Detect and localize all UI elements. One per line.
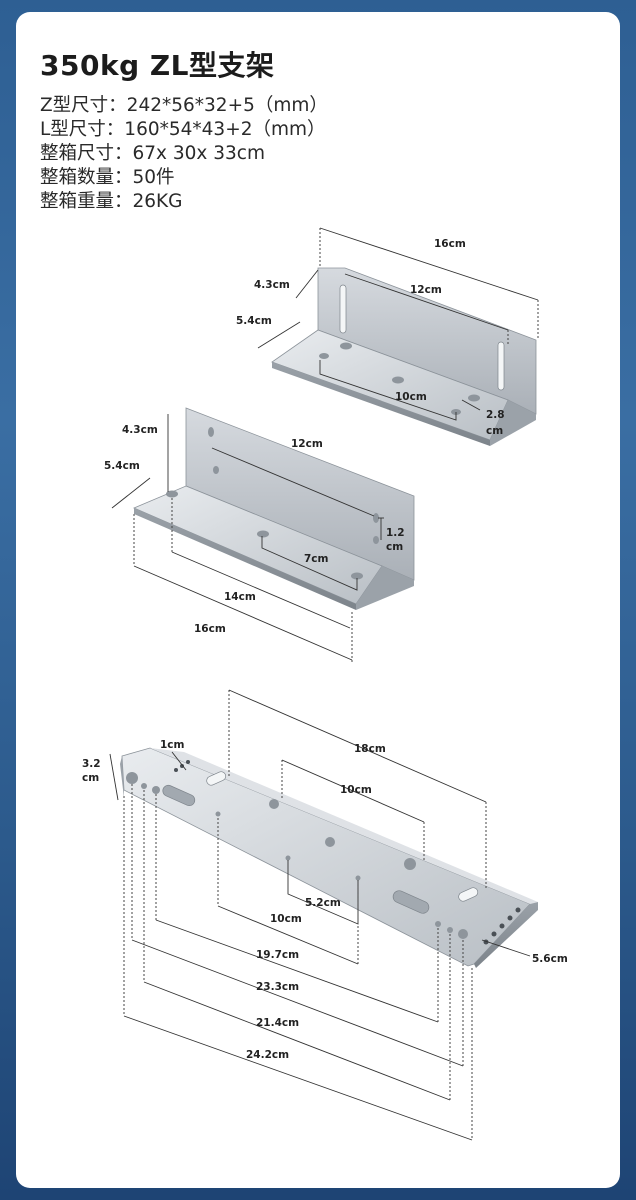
- screw-hole: [435, 921, 441, 927]
- dim-d5: 24.2cm: [246, 1049, 289, 1061]
- spec-z-size: Z型尺寸：242*56*32+5（mm）: [40, 95, 328, 116]
- spec-list: Z型尺寸：242*56*32+5（mm） L型尺寸：160*54*43+2（mm…: [40, 94, 328, 214]
- screw-hole: [213, 466, 219, 474]
- slot-hole: [162, 784, 196, 806]
- dim-spacing: 5.2cm: [305, 897, 341, 909]
- screw-hole: [373, 536, 379, 544]
- screw-hole: [458, 929, 468, 939]
- screw-hole: [174, 768, 178, 772]
- screw-hole: [257, 530, 269, 538]
- screw-hole: [351, 572, 363, 580]
- dim-d4: 21.4cm: [256, 1017, 299, 1029]
- dim-slot: 1cm: [160, 739, 185, 751]
- l-bracket-top-diagram: 16cm 12cm 4.3cm 5.4cm 10cm 2.8 cm: [236, 227, 539, 446]
- bracket-end: [356, 566, 414, 610]
- spec-box-size: 整箱尺寸：67x 30x 33cm: [40, 143, 265, 164]
- slot-hole: [497, 341, 505, 391]
- plate-face: [121, 747, 531, 967]
- dim-center: 10cm: [340, 784, 372, 796]
- dim-d2: 19.7cm: [256, 949, 299, 961]
- spec-l-size: L型尺寸：160*54*43+2（mm）: [40, 119, 326, 140]
- dim-edge-unit: cm: [486, 425, 503, 437]
- screw-hole: [166, 490, 178, 498]
- screw-hole: [186, 760, 190, 764]
- slot-hole: [206, 771, 227, 786]
- screw-hole: [355, 875, 361, 881]
- screw-hole: [180, 764, 184, 768]
- spec-box-weight: 整箱重量：26KG: [40, 191, 183, 212]
- dim-hole: 7cm: [304, 553, 329, 565]
- plate-end: [120, 756, 124, 798]
- bracket-end: [490, 400, 536, 446]
- dim-height: 3.2: [82, 758, 101, 770]
- dim-span: 14cm: [224, 591, 256, 603]
- dim-gap-unit: cm: [386, 541, 403, 553]
- dim-length: 16cm: [194, 623, 226, 635]
- dim-length: 16cm: [434, 238, 466, 250]
- bracket-edge: [134, 508, 356, 610]
- dim-gap: 1.2: [386, 527, 405, 539]
- plate-top-edge: [150, 748, 538, 904]
- screw-hole: [373, 513, 379, 523]
- z-plate-diagram: 1cm 3.2 cm 18cm 10cm 5.6cm 5.2cm 10cm 19…: [82, 689, 568, 1141]
- screw-hole: [141, 783, 147, 789]
- screw-hole: [208, 427, 214, 437]
- product-card: 350kg ZL型支架 Z型尺寸：242*56*32+5（mm） L型尺寸：16…: [16, 12, 620, 1188]
- screw-hole: [269, 799, 279, 809]
- dim-d1: 10cm: [270, 913, 302, 925]
- screw-hole: [491, 931, 497, 937]
- dim-inner: 12cm: [410, 284, 442, 296]
- slot-hole: [339, 284, 347, 334]
- screw-hole: [152, 786, 160, 794]
- screw-hole: [515, 907, 521, 913]
- dim-inner: 12cm: [291, 438, 323, 450]
- plate-side: [474, 902, 538, 968]
- bracket-edge: [272, 362, 490, 446]
- dim-height: 4.3cm: [254, 279, 290, 291]
- screw-hole: [507, 915, 513, 921]
- dim-total: 18cm: [354, 743, 386, 755]
- dim-depth: 5.4cm: [236, 315, 272, 327]
- screw-hole: [499, 923, 505, 929]
- screw-hole: [319, 353, 329, 359]
- screw-hole: [325, 837, 335, 847]
- screw-hole: [468, 394, 480, 402]
- spec-box-quantity: 整箱数量：50件: [40, 167, 175, 188]
- screw-hole: [215, 811, 221, 817]
- slot-hole: [392, 890, 430, 914]
- slot-hole: [458, 887, 479, 902]
- screw-hole: [285, 855, 291, 861]
- l-bracket-bottom-diagram: 4.3cm 5.4cm 12cm 1.2 cm 7cm 14cm 16cm: [104, 407, 415, 664]
- screw-hole: [126, 772, 138, 784]
- screw-hole: [447, 927, 453, 933]
- screw-hole: [404, 858, 416, 870]
- screw-hole: [340, 342, 352, 350]
- product-title: 350kg ZL型支架: [40, 49, 275, 82]
- dim-hole-spacing: 10cm: [395, 391, 427, 403]
- dim-width: 5.6cm: [532, 953, 568, 965]
- dim-depth: 5.4cm: [104, 460, 140, 472]
- screw-hole: [392, 376, 404, 384]
- dim-height: 4.3cm: [122, 424, 158, 436]
- dim-height-unit: cm: [82, 772, 99, 784]
- dim-d3: 23.3cm: [256, 981, 299, 993]
- dim-edge: 2.8: [486, 409, 505, 421]
